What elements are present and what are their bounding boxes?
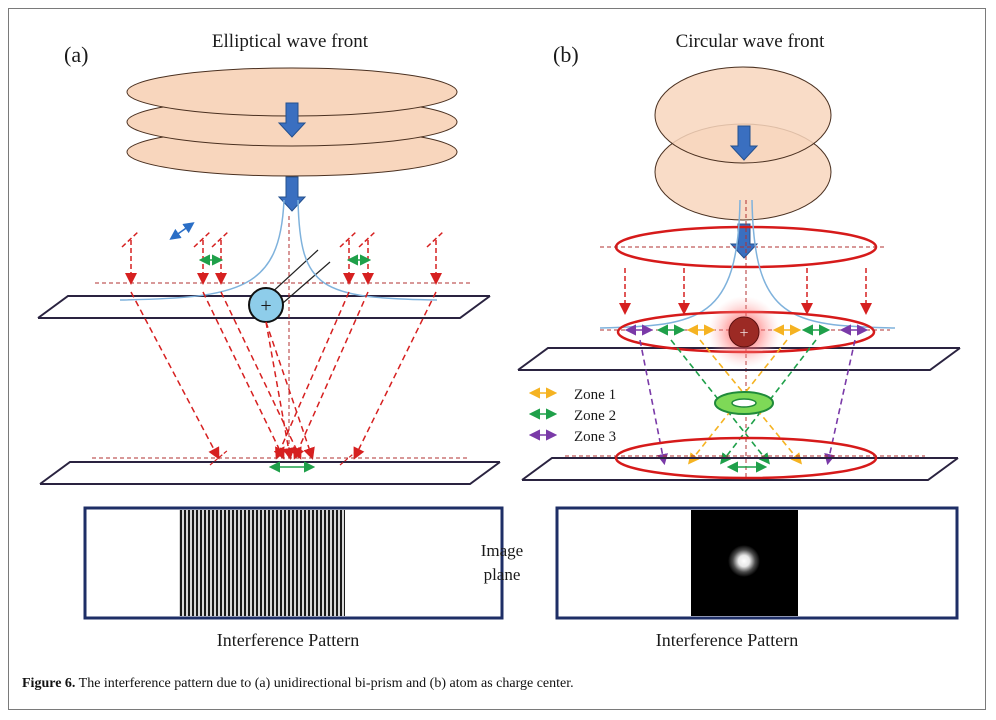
legend-label-zone-2: Zone 2: [574, 408, 616, 424]
image-plane-label-line1: Image: [481, 541, 523, 560]
image-plane-b: [521, 457, 959, 481]
pattern-label-b: Interference Pattern: [656, 630, 798, 650]
incoming-rays: [619, 268, 872, 315]
biprism-plane: [37, 282, 491, 319]
circular-wavefronts: [654, 66, 832, 221]
wavefront-ring-bottom: [614, 436, 878, 480]
panel-b: (b) Circular wave front: [517, 31, 961, 650]
central-bright-spot: [728, 545, 760, 577]
panel-a-title: Elliptical wave front: [212, 31, 369, 52]
figure-frame: [8, 8, 986, 710]
panel-a-label: (a): [64, 42, 88, 67]
charge-symbol: +: [260, 295, 271, 317]
figure-number: Figure 6.: [22, 676, 76, 691]
atom-nucleus: [728, 316, 760, 348]
image-plane-label-line2: plane: [484, 565, 521, 584]
interference-pattern-a: [83, 506, 504, 620]
zone-legend: Zone 1 Zone 2 Zone 3: [528, 387, 616, 445]
incoming-rays: [121, 231, 444, 285]
legend-label-zone-3: Zone 3: [574, 429, 616, 445]
panel-b-title: Circular wave front: [676, 31, 825, 52]
caption-text: The interference pattern due to (a) unid…: [75, 676, 574, 691]
pattern-label-a: Interference Pattern: [217, 630, 359, 650]
atom-charge-symbol: +: [739, 325, 748, 342]
legend-label-zone-1: Zone 1: [574, 387, 616, 403]
figure-caption: Figure 6. The interference pattern due t…: [22, 676, 574, 692]
panel-b-label: (b): [553, 42, 579, 67]
potential-curve: [119, 199, 285, 301]
interference-pattern-b: [555, 506, 959, 620]
zone-rays: [639, 339, 856, 466]
deflected-rays: [130, 291, 437, 460]
panel-a: (a) Elliptical wave front +: [37, 31, 504, 650]
polarization-arrow: [169, 222, 195, 240]
image-plane-a: [39, 449, 501, 485]
potential-curve: [297, 199, 438, 301]
